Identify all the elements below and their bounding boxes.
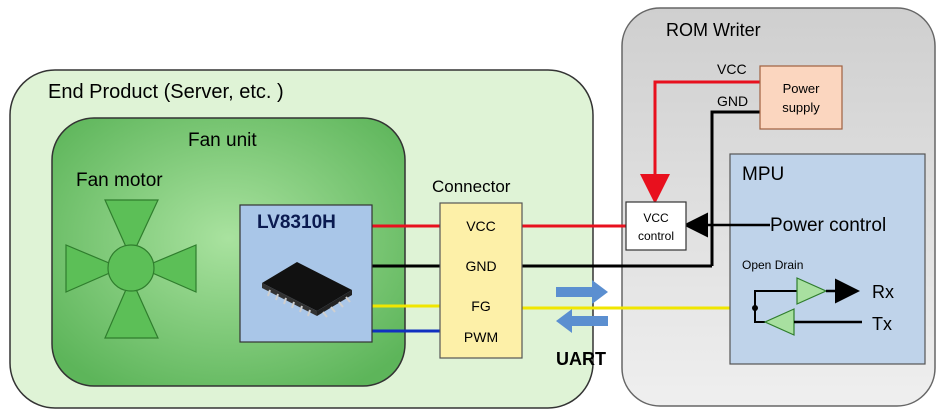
connector-pin-fg: FG bbox=[471, 298, 490, 314]
connector-pin-vcc: VCC bbox=[466, 218, 496, 234]
gnd-wire-supply bbox=[710, 110, 760, 266]
lv8310h-label: LV8310H bbox=[257, 212, 336, 233]
rom-vcc-label: VCC bbox=[717, 61, 747, 77]
power-supply-label-2: supply bbox=[782, 100, 820, 115]
ic-chip-icon bbox=[262, 262, 352, 318]
connector-label: Connector bbox=[432, 177, 511, 196]
rom-vcc-wire bbox=[640, 80, 760, 204]
fan-icon bbox=[65, 199, 197, 339]
end-product-label: End Product (Server, etc. ) bbox=[48, 81, 284, 103]
power-supply-box bbox=[759, 65, 843, 130]
fan-motor-label: Fan motor bbox=[76, 170, 163, 191]
fan-unit-label: Fan unit bbox=[188, 130, 257, 151]
rom-writer-label: ROM Writer bbox=[666, 20, 761, 40]
rx-wire-in bbox=[754, 290, 797, 308]
open-drain-label: Open Drain bbox=[742, 258, 803, 272]
uart-right-arrow bbox=[556, 280, 608, 304]
rx-label: Rx bbox=[872, 282, 894, 302]
mpu-box bbox=[729, 153, 926, 365]
tx-wire-out bbox=[754, 308, 765, 323]
connector-pin-pwm: PWM bbox=[464, 329, 498, 345]
rx-buffer-icon bbox=[796, 277, 828, 305]
power-supply-label-1: Power bbox=[783, 81, 821, 96]
rom-gnd-label: GND bbox=[717, 93, 748, 109]
vcc-control-label-2: control bbox=[638, 229, 674, 243]
tx-label: Tx bbox=[872, 314, 892, 334]
junction-dot bbox=[752, 305, 758, 311]
power-control-label: Power control bbox=[770, 215, 886, 236]
vcc-control-box bbox=[625, 201, 687, 251]
connector-pin-gnd: GND bbox=[465, 258, 496, 274]
mpu-label: MPU bbox=[742, 164, 784, 185]
uart-label: UART bbox=[556, 349, 606, 369]
uart-left-arrow bbox=[556, 309, 608, 333]
vcc-control-label-1: VCC bbox=[643, 211, 669, 225]
connector-box bbox=[439, 202, 523, 359]
